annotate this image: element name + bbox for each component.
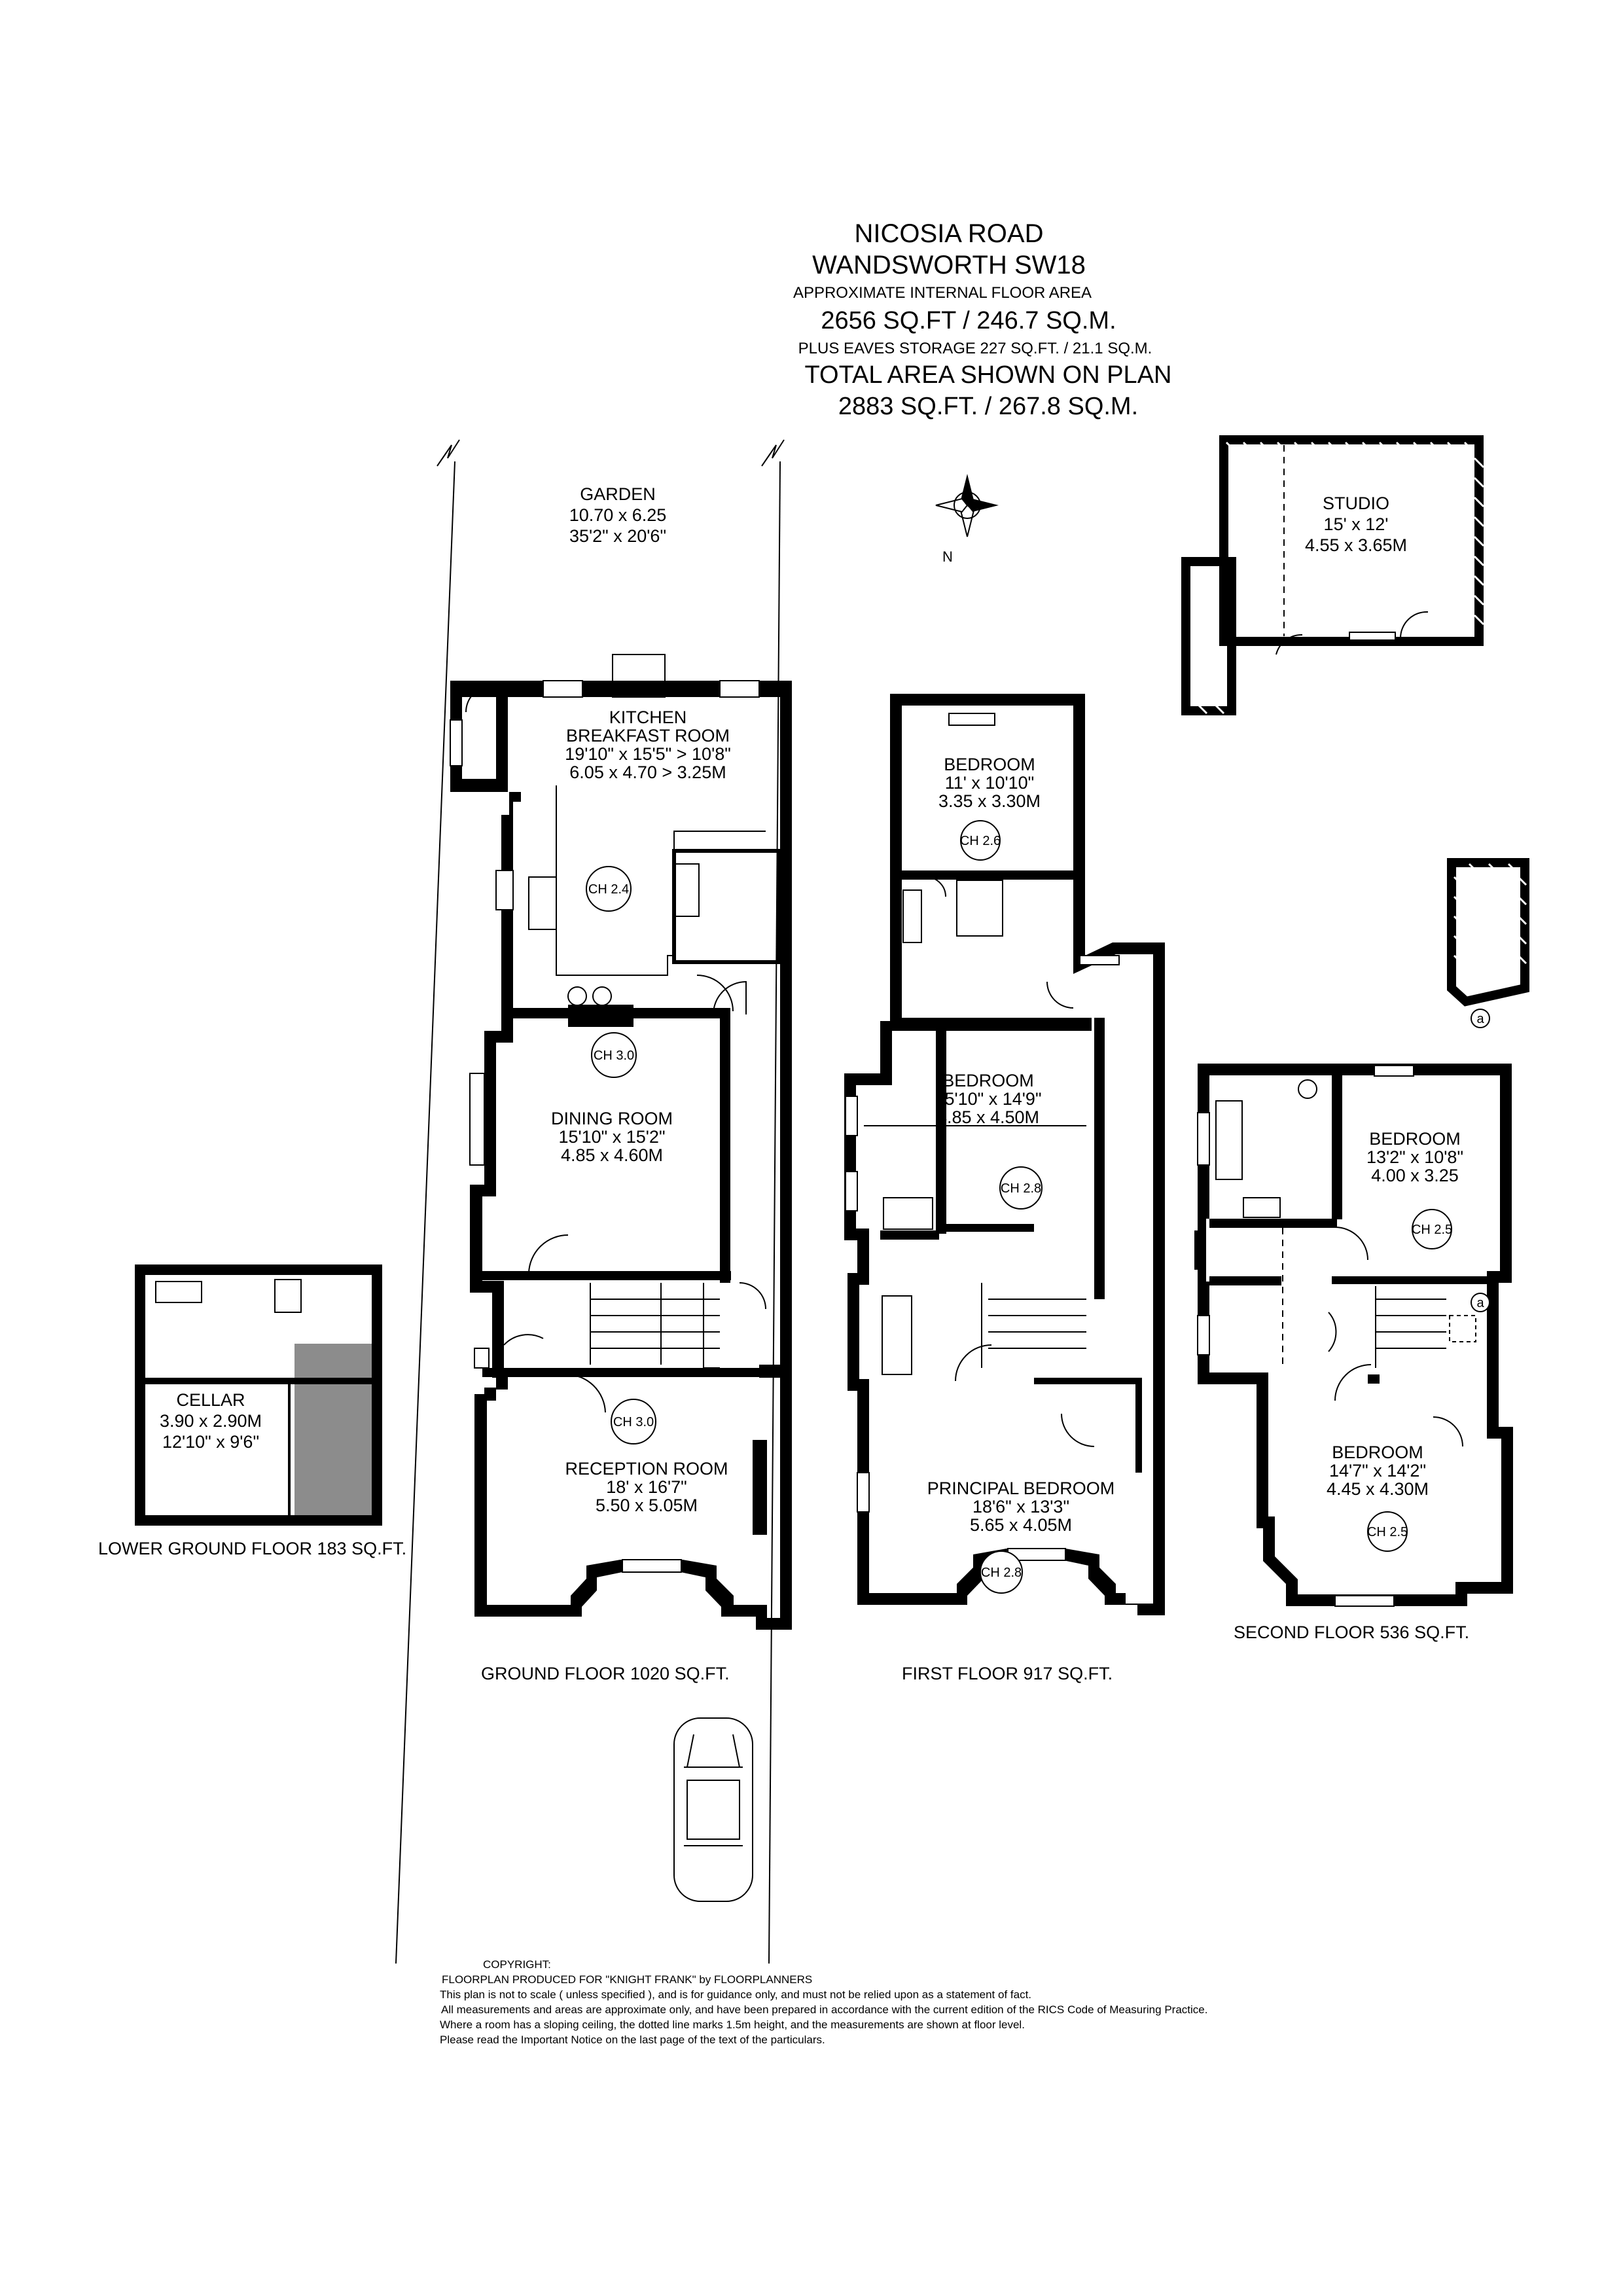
ground-floor-label: GROUND FLOOR 1020 SQ.FT.	[481, 1664, 730, 1683]
break-mark-left	[437, 439, 460, 467]
garden-label: GARDEN 10.70 x 6.25 35'2" x 20'6"	[569, 484, 667, 546]
principal-bedroom-imperial: 18'6" x 13'3"	[972, 1497, 1069, 1516]
garden-imperial: 35'2" x 20'6"	[569, 526, 666, 546]
copyright-line-4: Where a room has a sloping ceiling, the …	[440, 2018, 1025, 2031]
eaves-line: PLUS EAVES STORAGE 227 SQ.FT. / 21.1 SQ.…	[798, 340, 1152, 357]
eaves-marker-a: a	[1476, 1012, 1484, 1026]
dining-metric: 4.85 x 4.60M	[561, 1145, 663, 1165]
first-floor: CH 2.6 CH 2.8 CH 2.8 BEDROOM 11' x 10'10…	[844, 694, 1165, 1683]
second-floor-label: SECOND FLOOR 536 SQ.FT.	[1234, 1623, 1469, 1642]
second-eaves-marker-a: a	[1476, 1296, 1484, 1310]
ground-floor: CH 2.4 CH 3.0 CH 3.0 KITCHEN BREAKFAST R…	[450, 654, 792, 1683]
second-front-bedroom-metric: 4.45 x 4.30M	[1327, 1479, 1429, 1499]
first-floor-label: FIRST FLOOR 917 SQ.FT.	[902, 1664, 1113, 1683]
principal-bedroom-ceiling-height: CH 2.8	[981, 1566, 1022, 1580]
address-line-1: NICOSIA ROAD	[855, 219, 1044, 248]
kitchen-ceiling-height: CH 2.4	[588, 882, 629, 897]
compass-north-label: N	[942, 548, 953, 565]
studio-imperial: 15' x 12'	[1324, 514, 1389, 534]
copyright-line-5: Please read the Important Notice on the …	[440, 2034, 825, 2046]
reception-metric: 5.50 x 5.05M	[596, 1496, 698, 1515]
copyright-line-2: This plan is not to scale ( unless speci…	[440, 1988, 1031, 2001]
first-rear-bedroom-ceiling-height: CH 2.6	[960, 834, 1001, 848]
garden-name: GARDEN	[580, 484, 656, 504]
kitchen-name-2: BREAKFAST ROOM	[566, 726, 730, 745]
second-rear-bedroom-ceiling-height: CH 2.5	[1412, 1223, 1452, 1237]
copyright-notice: COPYRIGHT: FLOORPLAN PRODUCED FOR "KNIGH…	[440, 1958, 1207, 2046]
second-floor: CH 2.5 CH 2.5 a BEDROOM 13'2" x 10'8" 4.…	[1194, 1064, 1513, 1642]
copyright-line-3: All measurements and areas are approxima…	[441, 2003, 1207, 2016]
dining-name: DINING ROOM	[551, 1109, 673, 1128]
dining-imperial: 15'10" x 15'2"	[558, 1127, 665, 1147]
area-main: 2656 SQ.FT / 246.7 SQ.M.	[821, 307, 1116, 334]
first-mid-bedroom-ceiling-height: CH 2.8	[1001, 1181, 1041, 1196]
studio-outbuilding: STUDIO 15' x 12' 4.55 x 3.65M	[1181, 435, 1485, 715]
studio-metric: 4.55 x 3.65M	[1305, 535, 1407, 555]
kitchen-metric: 6.05 x 4.70 > 3.25M	[569, 762, 726, 782]
reception-ceiling-height: CH 3.0	[613, 1415, 654, 1429]
eaves-storage: a	[1447, 858, 1529, 1028]
garden-boundaries	[395, 439, 785, 1964]
right-boundary-line	[768, 461, 781, 1964]
first-rear-bedroom-metric: 3.35 x 3.30M	[938, 791, 1041, 811]
garden-metric: 10.70 x 6.25	[569, 505, 667, 525]
copyright-line-1: FLOORPLAN PRODUCED FOR "KNIGHT FRANK" by…	[442, 1973, 812, 1986]
second-front-bedroom-ceiling-height: CH 2.5	[1367, 1525, 1408, 1539]
copyright-heading: COPYRIGHT:	[483, 1958, 551, 1971]
area-caption: APPROXIMATE INTERNAL FLOOR AREA	[793, 284, 1092, 302]
reception-name: RECEPTION ROOM	[565, 1459, 728, 1479]
break-mark-right	[761, 439, 785, 467]
plan-header: NICOSIA ROAD WANDSWORTH SW18 APPROXIMATE…	[793, 219, 1172, 420]
car-icon	[673, 1717, 753, 1902]
lower-ground-floor: CELLAR 3.90 x 2.90M 12'10" x 9'6" LOWER …	[98, 1265, 406, 1558]
kitchen-name-1: KITCHEN	[609, 708, 687, 727]
address-line-2: WANDSWORTH SW18	[812, 251, 1086, 279]
first-mid-bedroom-name: BEDROOM	[942, 1071, 1034, 1090]
total-caption: TOTAL AREA SHOWN ON PLAN	[805, 361, 1172, 389]
total-area: 2883 SQ.FT. / 267.8 SQ.M.	[838, 393, 1138, 420]
compass-rose: N	[935, 474, 999, 565]
studio-name: STUDIO	[1323, 493, 1389, 513]
cellar-metric: 3.90 x 2.90M	[160, 1411, 262, 1431]
dining-ceiling-height: CH 3.0	[594, 1049, 634, 1063]
first-mid-bedroom-imperial: 15'10" x 14'9"	[935, 1089, 1041, 1109]
lower-ground-floor-label: LOWER GROUND FLOOR 183 SQ.FT.	[98, 1539, 406, 1558]
second-rear-bedroom-imperial: 13'2" x 10'8"	[1366, 1147, 1463, 1167]
first-mid-bedroom-metric: 4.85 x 4.50M	[937, 1107, 1039, 1127]
left-boundary-line	[395, 461, 455, 1964]
cellar-name: CELLAR	[176, 1390, 245, 1410]
cellar-imperial: 12'10" x 9'6"	[162, 1432, 259, 1452]
reception-imperial: 18' x 16'7"	[606, 1477, 687, 1497]
second-rear-bedroom-name: BEDROOM	[1369, 1129, 1461, 1149]
first-rear-bedroom-imperial: 11' x 10'10"	[945, 773, 1035, 793]
principal-bedroom-metric: 5.65 x 4.05M	[970, 1515, 1072, 1535]
second-front-bedroom-imperial: 14'7" x 14'2"	[1329, 1461, 1426, 1480]
second-rear-bedroom-metric: 4.00 x 3.25	[1371, 1166, 1459, 1185]
second-front-bedroom-name: BEDROOM	[1332, 1443, 1423, 1462]
first-rear-bedroom-name: BEDROOM	[944, 755, 1035, 774]
kitchen-imperial: 19'10" x 15'5" > 10'8"	[565, 744, 731, 764]
principal-bedroom-name: PRINCIPAL BEDROOM	[927, 1479, 1115, 1498]
